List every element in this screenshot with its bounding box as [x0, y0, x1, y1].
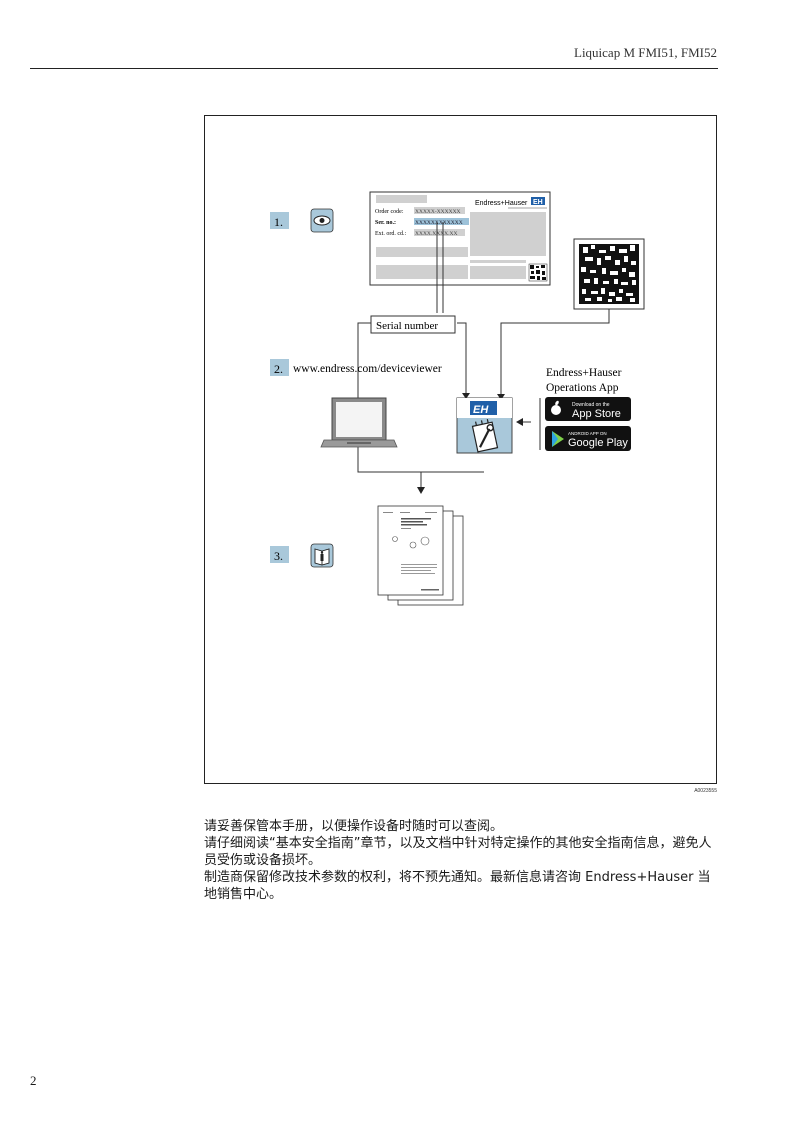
step-1-number: 1. [274, 215, 283, 229]
laptop-icon [321, 398, 397, 447]
eye-icon [311, 209, 333, 232]
manual-icon [311, 544, 333, 567]
svg-text:ANDROID APP ON: ANDROID APP ON [568, 431, 607, 436]
nameplate-value-serial: XXXXXXXXXXXX [415, 220, 463, 226]
figure-box: 1. Endress+Hauser EH Order code: XXXXX-X… [204, 115, 717, 784]
nameplate-qr-icon [529, 264, 547, 281]
nameplate-value-order: XXXXX-XXXXXX [415, 209, 461, 215]
arrow-to-docs [417, 487, 425, 494]
nameplate-value-ext: XXXX.XXXX.XX [415, 231, 457, 237]
arrow-left-to-app [516, 418, 523, 426]
nameplate: Endress+Hauser EH Order code: XXXXX-XXXX… [370, 192, 550, 285]
svg-text:App Store: App Store [572, 408, 621, 420]
nameplate-brand: Endress+Hauser [475, 200, 528, 207]
device-lookup-diagram: 1. Endress+Hauser EH Order code: XXXXX-X… [205, 116, 718, 785]
app-store-badge: Download on the App Store [545, 397, 631, 421]
header-title: Liquicap M FMI51, FMI52 [574, 45, 717, 61]
header-rule [30, 68, 718, 69]
serial-number-label: Serial number [376, 320, 438, 332]
body-paragraph-3: 制造商保留修改技术参数的权利，将不预先通知。最新信息请咨询 Endress+Ha… [204, 869, 716, 903]
nameplate-label-serial: Ser. no.: [375, 220, 396, 226]
nameplate-label-order: Order code: [375, 209, 404, 215]
svg-text:Google Play: Google Play [568, 437, 628, 449]
body-text: 请妥善保管本手册，以便操作设备时随时可以查阅。 请仔细阅读“基本安全指南”章节，… [204, 818, 716, 903]
app-title-line1: Endress+Hauser [546, 367, 622, 379]
google-play-badge: ANDROID APP ON Google Play [545, 426, 631, 451]
app-title-line2: Operations App [546, 382, 619, 394]
step-2-number: 2. [274, 362, 283, 376]
step-3-number: 3. [274, 549, 283, 563]
documents-icon [378, 506, 463, 605]
device-viewer-url: www.endress.com/deviceviewer [293, 363, 442, 375]
figure-code: A0023555 [694, 788, 717, 794]
body-paragraph-2: 请仔细阅读“基本安全指南”章节，以及文档中针对特定操作的其他安全指南信息，避免人… [204, 835, 716, 869]
svg-text:EH: EH [533, 199, 543, 206]
qr-code-icon [574, 239, 644, 309]
body-paragraph-1: 请妥善保管本手册，以便操作设备时随时可以查阅。 [204, 818, 716, 835]
nameplate-label-ext: Ext. ord. cd.: [375, 231, 406, 237]
operations-app-icon: EH [457, 398, 512, 453]
svg-text:EH: EH [473, 404, 489, 416]
page-number: 2 [30, 1073, 37, 1089]
